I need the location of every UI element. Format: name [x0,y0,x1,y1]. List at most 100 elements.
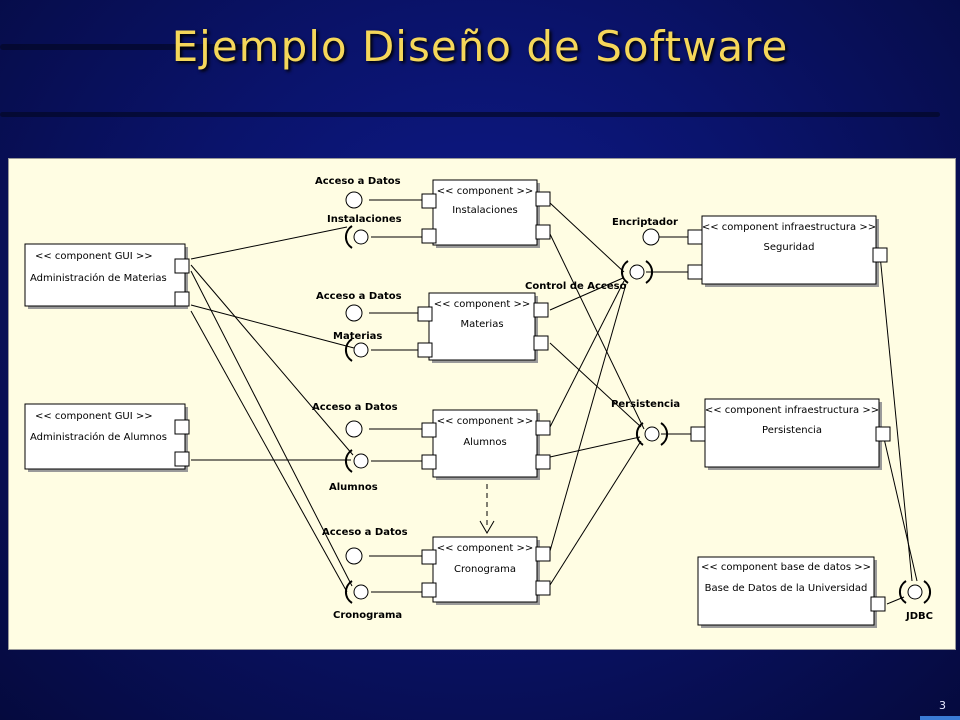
page-corner-accent [920,716,960,720]
interface-acceso-datos-alumnos: Acceso a Datos [312,402,398,438]
component-base-de-datos: << component base de datos >> Base de Da… [697,556,886,628]
component-port [870,596,886,612]
connector-line [882,433,918,582]
component-name: Alumnos [463,437,506,448]
component-seguridad: << component infraestructura >> Segurida… [687,215,888,287]
component-port [535,224,551,240]
component-diagram: << component GUI >> Administración de Ma… [8,158,956,650]
component-stereotype: << component GUI >> [35,251,153,262]
connector-line [190,264,354,456]
component-port [421,549,437,565]
interface-label: Alumnos [329,482,378,493]
component-materias: << component >> Materias [417,292,549,363]
interface-label: JDBC [905,611,933,622]
component-persistencia: << component infraestructura >> Persiste… [690,398,891,470]
component-instalaciones: << component >> Instalaciones [421,179,551,248]
interface-label: Encriptador [612,217,678,228]
connector-line [549,233,645,430]
component-name: Administración de Materias [30,272,167,284]
component-name: Materias [460,319,503,330]
component-port [174,291,190,307]
background-streak [0,112,940,117]
component-adm-materias: << component GUI >> Administración de Ma… [24,243,190,309]
component-port [421,582,437,598]
connector-line [190,270,353,587]
connector-line [549,342,642,428]
interface-acceso-datos-materias: Acceso a Datos [316,291,402,322]
connector-line [549,436,641,458]
connector-line [549,283,627,552]
dependency-arrow [479,520,495,534]
interface-jdbc: JDBC [899,580,933,622]
component-name: Persistencia [762,425,822,436]
diagram-canvas: << component GUI >> Administración de Ma… [24,176,933,628]
interface-label: Acceso a Datos [322,527,408,538]
connector-line [549,440,642,586]
interface-label: Acceso a Datos [316,291,402,302]
interface-acceso-datos-instalaciones: Acceso a Datos [315,176,401,209]
component-cronograma: << component >> Cronograma [421,536,551,605]
slide-title: Ejemplo Diseño de Software [171,22,789,71]
component-port [421,193,437,209]
component-port [417,342,433,358]
component-name: Administración de Alumnos [30,431,167,443]
component-port [174,451,190,467]
component-port [535,191,551,207]
component-port [533,302,549,318]
component-stereotype: << component base de datos >> [701,562,871,573]
component-port [174,258,190,274]
interface-label: Persistencia [611,399,680,410]
interface-cronograma: Cronograma [333,580,402,621]
connector-lines [190,199,918,605]
interface-label: Cronograma [333,610,402,621]
component-port [875,426,891,442]
component-stereotype: << component GUI >> [35,411,153,422]
page-number: 3 [939,699,946,712]
component-port [421,228,437,244]
connector-line [190,304,355,349]
interface-label: Instalaciones [327,214,402,225]
interface-alumnos: Alumnos [329,449,378,493]
component-port [687,264,703,280]
connector-line [549,280,625,428]
component-port [533,335,549,351]
interface-control-de-acceso: Control de Acceso [525,260,653,292]
interface-persistencia: Persistencia [611,399,680,446]
connector-line [879,254,913,582]
interface-label: Acceso a Datos [312,402,398,413]
component-adm-alumnos: << component GUI >> Administración de Al… [24,403,190,472]
interface-encriptador: Encriptador [612,217,678,246]
component-name: Seguridad [764,242,815,253]
component-port [421,454,437,470]
component-port [417,306,433,322]
component-stereotype: << component >> [437,543,533,554]
component-port [535,580,551,596]
interface-label: Materias [333,331,382,342]
component-stereotype: << component infraestructura >> [702,222,876,233]
component-port [872,247,888,263]
component-stereotype: << component >> [434,299,530,310]
component-name: Cronograma [454,564,516,575]
component-port [421,422,437,438]
interface-materias: Materias [333,331,382,362]
interface-label: Control de Acceso [525,281,627,292]
component-stereotype: << component >> [437,416,533,427]
component-stereotype: << component infraestructura >> [705,405,879,416]
interface-acceso-datos-cronograma: Acceso a Datos [322,527,408,565]
component-port [687,229,703,245]
component-stereotype: << component >> [437,186,533,197]
component-port [690,426,706,442]
component-port [535,420,551,436]
connector-line [549,277,624,311]
connector-line [549,202,625,273]
component-port [535,546,551,562]
interface-instalaciones: Instalaciones [327,214,402,249]
component-alumnos: << component >> Alumnos [421,409,551,480]
component-port [535,454,551,470]
connector-line [190,226,348,260]
background-streak [0,44,260,50]
component-name: Instalaciones [452,205,518,216]
connector-line [190,310,348,593]
interface-label: Acceso a Datos [315,176,401,187]
component-port [174,419,190,435]
